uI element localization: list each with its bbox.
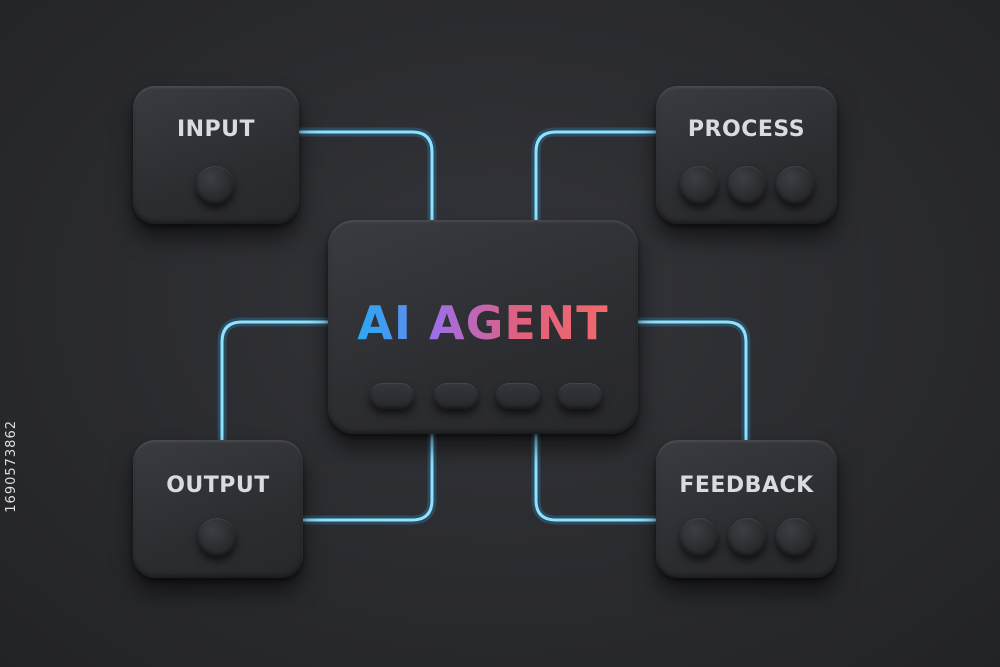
ai-agent-button-3[interactable] [496, 383, 540, 409]
ai-agent-title: AI AGENT [328, 296, 638, 350]
node-feedback-label: FEEDBACK [679, 473, 814, 498]
connector-process [531, 127, 663, 227]
ai-agent-button-4[interactable] [558, 383, 602, 409]
node-input-knob [196, 166, 234, 204]
ai-agent-title-agent: AGENT [429, 296, 609, 350]
node-output[interactable]: OUTPUT [133, 440, 303, 578]
node-feedback[interactable]: FEEDBACK [656, 440, 837, 578]
node-output-label: OUTPUT [166, 473, 270, 498]
node-process-knob-3 [776, 166, 814, 204]
connector-input [295, 127, 437, 227]
node-process-knob-1 [680, 166, 718, 204]
node-input[interactable]: INPUT [133, 86, 299, 224]
connector-output-right [295, 427, 437, 525]
ai-agent-button-2[interactable] [434, 383, 478, 409]
stock-id-watermark: 1690573862 [4, 420, 19, 513]
node-feedback-knob-3 [776, 518, 814, 556]
node-output-knob [198, 518, 236, 556]
connector-output-left [217, 317, 335, 445]
node-process-label: PROCESS [687, 117, 806, 142]
ai-agent-button-1[interactable] [370, 383, 414, 409]
connector-feedback-left [531, 427, 663, 525]
ai-agent-panel[interactable]: AI AGENT [328, 220, 638, 434]
node-process-knob-2 [728, 166, 766, 204]
connector-feedback-right [631, 317, 751, 445]
node-process[interactable]: PROCESS [656, 86, 837, 224]
node-input-label: INPUT [176, 117, 256, 142]
node-feedback-knob-1 [680, 518, 718, 556]
node-feedback-knob-2 [728, 518, 766, 556]
ai-agent-title-ai: AI [357, 296, 413, 350]
